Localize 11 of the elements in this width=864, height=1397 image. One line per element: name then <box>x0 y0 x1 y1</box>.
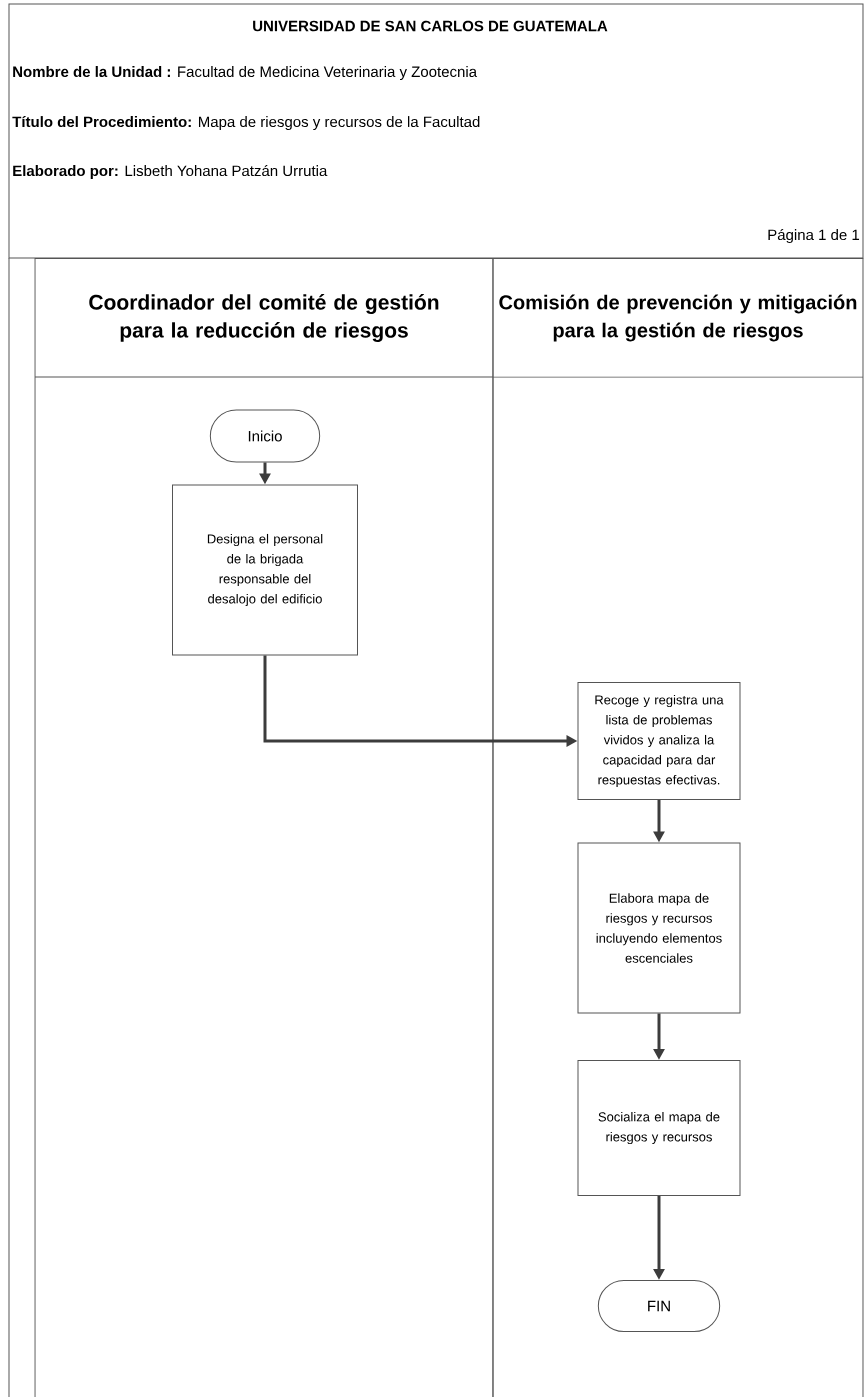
process-box: Recoge y registra una lista de problemas vividos y analiza la capacidad para dar respuestas efectivas. <box>577 682 741 800</box>
info-line: Nombre de la Unidad : Facultad de Medicina Veterinaria y Zootecnia <box>13 66 478 80</box>
info-line: Título del Procedimiento: Mapa de riesgos y recursos de la Facultad <box>12 115 480 131</box>
terminator: FIN <box>597 1280 721 1332</box>
process-box: Socializa el mapa de riesgos y recursos <box>577 1060 741 1196</box>
info-line: Elaborado por: Lisbeth Yohana Patzán Urrutia <box>13 164 328 180</box>
title: UNIVERSIDAD DE SAN CARLOS DE GUATEMALA <box>253 20 608 32</box>
process-box: Elabora mapa de riesgos y recursos incluyendo elementos escenciales <box>577 842 741 1014</box>
process-box: Designa el personal de la brigada responsable del desalojo del edificio <box>172 484 358 656</box>
page-number: Página 1 de 1 <box>768 228 860 244</box>
terminator: Inicio <box>209 409 321 463</box>
